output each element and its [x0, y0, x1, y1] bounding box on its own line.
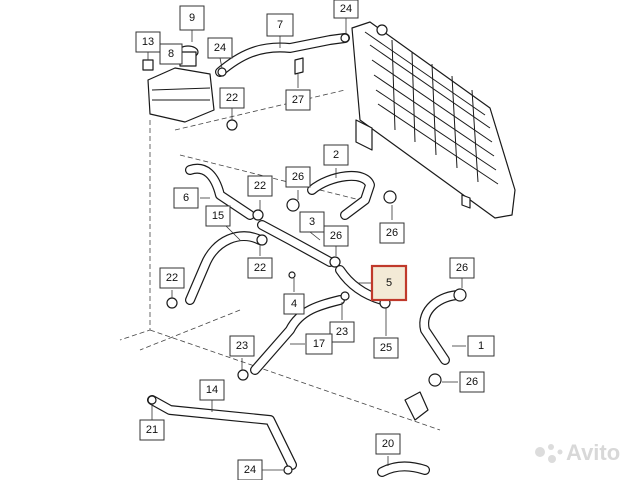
callout-22: 22 — [219, 87, 245, 109]
callout-14: 14 — [199, 379, 225, 401]
leader-lines — [147, 18, 466, 471]
svg-text:13: 13 — [142, 36, 154, 48]
svg-text:7: 7 — [277, 19, 283, 31]
expansion-tank — [142, 45, 215, 123]
svg-text:26: 26 — [330, 230, 342, 242]
svg-text:9: 9 — [189, 12, 195, 24]
svg-text:24: 24 — [244, 464, 256, 476]
callout-9: 9 — [179, 5, 205, 31]
callout-24: 24 — [207, 37, 233, 59]
callout-1: 1 — [467, 335, 495, 357]
svg-text:14: 14 — [206, 384, 218, 396]
svg-text:5: 5 — [386, 277, 392, 289]
svg-text:24: 24 — [214, 42, 226, 54]
svg-text:8: 8 — [168, 48, 174, 60]
callout-3: 3 — [299, 211, 325, 233]
callout-13: 13 — [135, 31, 161, 53]
avito-watermark: Avito — [535, 440, 620, 465]
callout-6: 6 — [173, 187, 199, 209]
callout-5-highlighted: 5 — [370, 264, 408, 302]
svg-text:26: 26 — [466, 376, 478, 388]
callout-15: 15 — [205, 205, 231, 227]
callout-23: 23 — [229, 335, 255, 357]
svg-text:25: 25 — [380, 342, 392, 354]
callout-22: 22 — [159, 267, 185, 289]
callout-24: 24 — [333, 0, 359, 19]
svg-text:1: 1 — [478, 340, 484, 352]
callout-22: 22 — [247, 257, 273, 279]
svg-text:4: 4 — [291, 298, 297, 310]
svg-text:26: 26 — [456, 262, 468, 274]
svg-text:6: 6 — [183, 192, 189, 204]
svg-text:17: 17 — [313, 338, 325, 350]
callout-17: 17 — [305, 333, 333, 355]
callout-24: 24 — [237, 459, 263, 480]
svg-text:23: 23 — [236, 340, 248, 352]
callout-22: 22 — [247, 175, 273, 197]
watermark-text: Avito — [566, 440, 620, 465]
callout-27: 27 — [285, 89, 311, 111]
callout-26: 26 — [323, 225, 349, 247]
callout-20: 20 — [375, 433, 401, 455]
callout-26: 26 — [449, 257, 475, 279]
callout-7: 7 — [266, 13, 294, 37]
callout-25: 25 — [373, 337, 399, 359]
svg-text:26: 26 — [386, 227, 398, 239]
svg-text:23: 23 — [336, 326, 348, 338]
callout-26: 26 — [379, 222, 405, 244]
svg-text:22: 22 — [254, 262, 266, 274]
svg-text:27: 27 — [292, 94, 304, 106]
callout-8: 8 — [159, 43, 183, 65]
svg-text:24: 24 — [340, 3, 352, 15]
svg-text:22: 22 — [166, 272, 178, 284]
callout-4: 4 — [283, 293, 305, 315]
svg-text:22: 22 — [226, 92, 238, 104]
radiator — [351, 21, 516, 219]
svg-text:26: 26 — [292, 171, 304, 183]
clamps — [147, 33, 467, 475]
callout-21: 21 — [139, 419, 165, 441]
svg-text:3: 3 — [309, 216, 315, 228]
callout-26: 26 — [459, 371, 485, 393]
svg-text:15: 15 — [212, 210, 224, 222]
callout-2: 2 — [323, 144, 349, 166]
svg-text:21: 21 — [146, 424, 158, 436]
callout-26: 26 — [285, 166, 311, 188]
callout-23: 23 — [329, 321, 355, 343]
hoses — [147, 33, 465, 477]
svg-text:20: 20 — [382, 438, 394, 450]
svg-text:2: 2 — [333, 149, 339, 161]
avito-dots-icon — [535, 444, 563, 463]
svg-text:22: 22 — [254, 180, 266, 192]
